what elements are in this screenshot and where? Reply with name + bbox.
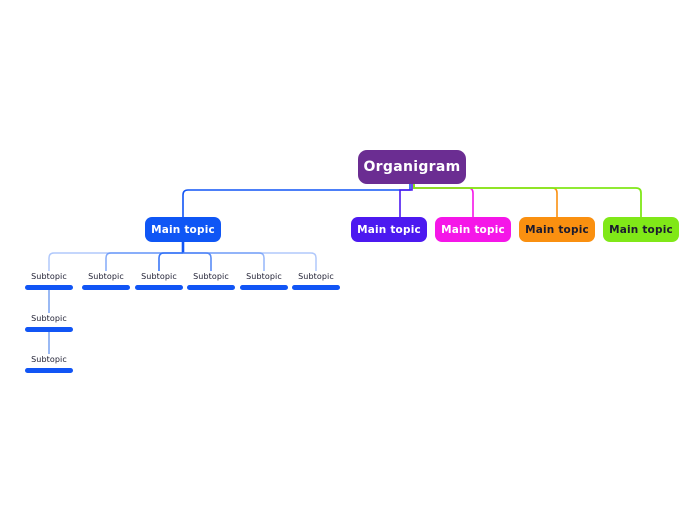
subtopic-underline-6 bbox=[292, 285, 340, 290]
subtopic-node-2[interactable]: Subtopic bbox=[82, 271, 130, 290]
subtopic-node-6[interactable]: Subtopic bbox=[292, 271, 340, 290]
connector-root-to-main-2 bbox=[399, 184, 413, 217]
main-topic-node-1[interactable]: Main topic bbox=[145, 217, 221, 242]
connector-root-to-main-1 bbox=[182, 184, 411, 217]
connector-subtopic-bus bbox=[48, 252, 317, 271]
subtopic-underline-2 bbox=[82, 285, 130, 290]
connector-root-to-main-5 bbox=[413, 184, 642, 217]
main-topic-label-5: Main topic bbox=[609, 223, 673, 236]
main-topic-label-1: Main topic bbox=[151, 223, 215, 236]
subtopic-label-6: Subtopic bbox=[298, 272, 334, 281]
connector-root-to-main-3 bbox=[413, 184, 474, 217]
subtopic-node-5[interactable]: Subtopic bbox=[240, 271, 288, 290]
subtopic-underline-3 bbox=[135, 285, 183, 290]
subtopic-label-1: Subtopic bbox=[31, 272, 67, 281]
subtopic-chain-label-2: Subtopic bbox=[31, 355, 67, 364]
main-topic-label-4: Main topic bbox=[525, 223, 589, 236]
subtopic-chain-node-2[interactable]: Subtopic bbox=[25, 354, 73, 373]
subtopic-chain-underline-2 bbox=[25, 368, 73, 373]
subtopic-node-1[interactable]: Subtopic bbox=[25, 271, 73, 290]
main-topic-label-2: Main topic bbox=[357, 223, 421, 236]
subtopic-underline-1 bbox=[25, 285, 73, 290]
connector-root-to-main-4 bbox=[413, 184, 558, 217]
subtopic-chain-label-1: Subtopic bbox=[31, 314, 67, 323]
subtopic-label-2: Subtopic bbox=[88, 272, 124, 281]
subtopic-underline-5 bbox=[240, 285, 288, 290]
subtopic-label-3: Subtopic bbox=[141, 272, 177, 281]
main-topic-label-3: Main topic bbox=[441, 223, 505, 236]
subtopic-chain-underline-1 bbox=[25, 327, 73, 332]
subtopic-chain-node-1[interactable]: Subtopic bbox=[25, 313, 73, 332]
subtopic-node-3[interactable]: Subtopic bbox=[135, 271, 183, 290]
main-topic-node-2[interactable]: Main topic bbox=[351, 217, 427, 242]
subtopic-node-4[interactable]: Subtopic bbox=[187, 271, 235, 290]
root-node-organigram[interactable]: Organigram bbox=[358, 150, 466, 184]
main-topic-node-3[interactable]: Main topic bbox=[435, 217, 511, 242]
main-topic-node-5[interactable]: Main topic bbox=[603, 217, 679, 242]
root-node-label: Organigram bbox=[363, 159, 461, 175]
subtopic-label-5: Subtopic bbox=[246, 272, 282, 281]
subtopic-label-4: Subtopic bbox=[193, 272, 229, 281]
main-topic-node-4[interactable]: Main topic bbox=[519, 217, 595, 242]
subtopic-underline-4 bbox=[187, 285, 235, 290]
